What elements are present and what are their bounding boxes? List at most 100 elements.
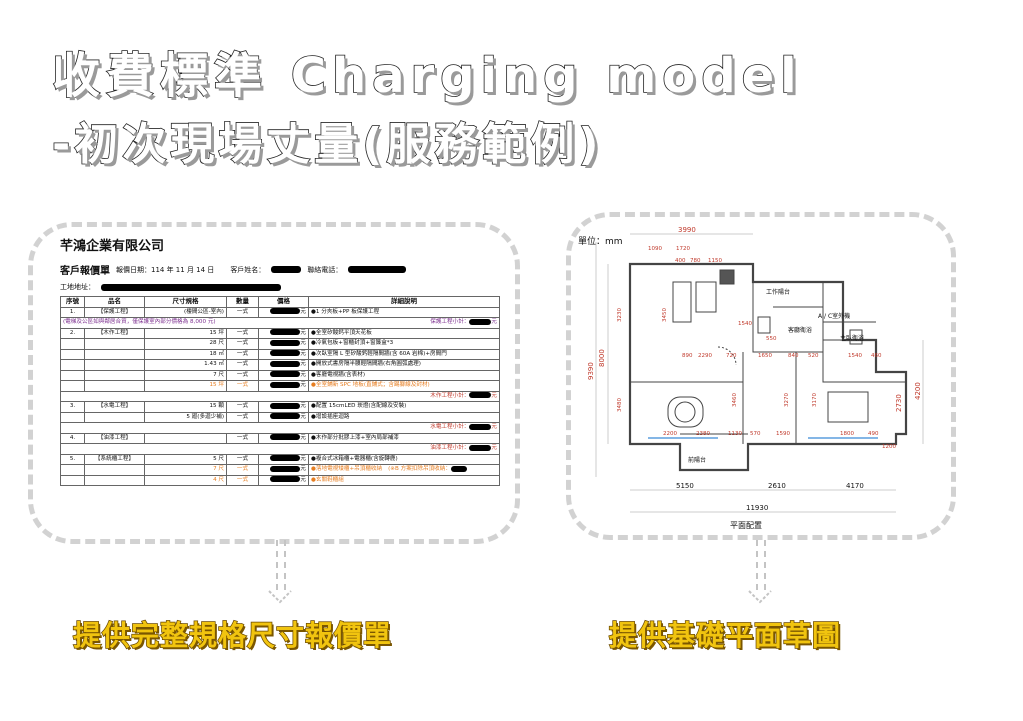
quote-date: 報價日期：114 年 11 月 14 日: [116, 265, 215, 274]
redacted-price: [270, 350, 301, 357]
yuan-unit: 元: [300, 340, 306, 347]
item-spec: (樓間公區-室內): [144, 306, 227, 318]
item-number: 2.: [60, 327, 85, 339]
item-spec: 7 尺: [144, 464, 227, 476]
item-price: 元: [258, 401, 309, 413]
item-description: ●客廳電視牆(含表材): [308, 369, 500, 381]
item-name: [84, 411, 145, 423]
dim-label: 8000: [598, 349, 606, 367]
dim-label: 2380: [696, 431, 710, 437]
item-number: [60, 338, 85, 350]
redacted-amount: [469, 423, 492, 430]
yuan-unit: 元: [300, 361, 306, 368]
item-name: [84, 464, 145, 476]
item-qty: 一式: [226, 359, 259, 371]
item-spec: 4 尺: [144, 474, 227, 486]
dim-label: 1800: [840, 431, 854, 437]
table-row: 4.【油漆工程】一式元●木作部分批膠上漆+室內局部補漆: [60, 432, 500, 444]
dim-label: 3230: [617, 308, 623, 322]
subtotal-label: 水電工程小計：: [430, 424, 470, 431]
item-price: 元: [258, 306, 309, 318]
item-number: 4.: [60, 432, 85, 444]
col-header: 數量: [226, 296, 259, 308]
room-label: 工作陽台: [766, 288, 790, 296]
table-row: 1.【保護工程】(樓間公區-室內)一式元●1 分夾板+PP 板保護工程: [60, 306, 500, 318]
item-qty: 一式: [226, 338, 259, 350]
item-spec: 18 ㎡: [144, 348, 227, 360]
item-description: ●全室矽酸鈣平頂天花板: [308, 327, 500, 339]
table-row: 2.【木作工程】15 坪一式元●全室矽酸鈣平頂天花板: [60, 327, 500, 339]
caption-floorplan: 提供基礎平面草圖: [608, 618, 842, 653]
dim-label: 11930: [746, 504, 768, 512]
redacted-price: [270, 329, 301, 336]
redacted-price: [270, 413, 301, 420]
description-text: ●落地電視矮櫃+吊頂櫃收納: [311, 466, 383, 473]
yuan-unit: 元: [300, 413, 306, 420]
item-description: ●木作部分批膠上漆+室內局部補漆: [308, 432, 500, 444]
dim-label: 3450: [662, 308, 668, 322]
item-number: 3.: [60, 401, 85, 413]
item-name: 【保護工程】: [84, 306, 145, 318]
yuan-unit: 元: [300, 403, 306, 410]
yuan-unit: 元: [491, 445, 497, 452]
dimension-labels: 單位：mm 3990 1090 1720 400 780 1150 1540 1…: [578, 226, 922, 450]
item-price: 元: [258, 327, 309, 339]
item-spec: [144, 432, 227, 444]
subtotal-cell: 水電工程小計：元: [60, 422, 500, 434]
item-price: 元: [258, 464, 309, 476]
description-text: ●冷氣包板+窗櫃封頂+窗簾盒*3: [311, 340, 394, 347]
item-description: ●複合式冰箱櫃+電器櫃(含旋轉鹿): [308, 453, 500, 465]
page-subtitle: -初次現場丈量(服務範例): [51, 118, 603, 171]
item-name: 【水電工程】: [84, 401, 145, 413]
item-qty: 一式: [226, 327, 259, 339]
site-label: 工地地址：: [60, 283, 95, 291]
redacted-price: [270, 308, 301, 315]
dim-label: 570: [750, 431, 761, 437]
item-qty: 一式: [226, 464, 259, 476]
dim-label: 2730: [895, 394, 903, 412]
col-header: 詳細說明: [308, 296, 500, 308]
dim-label: 3270: [784, 393, 790, 407]
floorplan-sketch: 單位：mm 3990 1090 1720 400 780 1150 1540 1…: [578, 226, 924, 530]
item-spec: 5 尺: [144, 453, 227, 465]
table-row: 28 尺一式元●冷氣包板+窗櫃封頂+窗簾盒*3: [60, 338, 500, 350]
description-text: ●增設插座迴路: [311, 413, 350, 420]
item-price: 元: [258, 474, 309, 486]
redacted-price: [270, 434, 301, 441]
redacted-price: [270, 465, 301, 472]
item-spec: 5 廻(多迴少補): [144, 411, 227, 423]
customer-label: 客戶姓名：: [230, 265, 266, 274]
redacted-amount: [450, 465, 467, 472]
col-header: 序號: [60, 296, 85, 308]
redacted-amount: [469, 392, 492, 399]
item-qty: 一式: [226, 306, 259, 318]
redacted-price: [270, 402, 301, 409]
item-name: [84, 369, 145, 381]
quote-doc-title: 客戶報價單: [60, 266, 110, 277]
description-text: ●木作部分批膠上漆+室內局部補漆: [311, 434, 399, 441]
room-label: 客廳衛浴: [788, 326, 812, 334]
redacted-address: [101, 283, 281, 291]
dim-label: 1130: [728, 431, 742, 437]
quotation-document: 芊鴻企業有限公司 客戶報價單 報價日期：114 年 11 月 14 日 客戶姓名…: [60, 235, 500, 486]
item-spec: 15 顆: [144, 401, 227, 413]
table-row: (電梯及公區如與鄰居合資，僅保護室內部分價格為 8,000 元)保護工程小計：元: [60, 317, 500, 329]
dim-label: 1150: [708, 258, 722, 264]
dim-label: 3480: [617, 398, 623, 412]
item-number: 5.: [60, 453, 85, 465]
table-row: 15 坪一式元●全室鋪新 SPC 地板(直鋪式；含踢腳線及封材): [60, 380, 500, 392]
item-qty: 一式: [226, 369, 259, 381]
item-qty: 一式: [226, 401, 259, 413]
item-name: [84, 338, 145, 350]
subtotal-label: 油漆工程小計：: [430, 445, 470, 452]
room-label: 前陽台: [688, 456, 706, 464]
subtotal-label: 木作工程小計：: [430, 392, 470, 399]
redacted-price: [270, 476, 301, 483]
item-description: ●1 分夾板+PP 板保護工程: [308, 306, 500, 318]
dim-label: 3460: [732, 393, 738, 407]
phone-label: 聯絡電話：: [307, 265, 343, 274]
dim-label: 460: [871, 353, 882, 359]
description-text: ●1 分夾板+PP 板保護工程: [311, 308, 380, 315]
item-name: [84, 474, 145, 486]
